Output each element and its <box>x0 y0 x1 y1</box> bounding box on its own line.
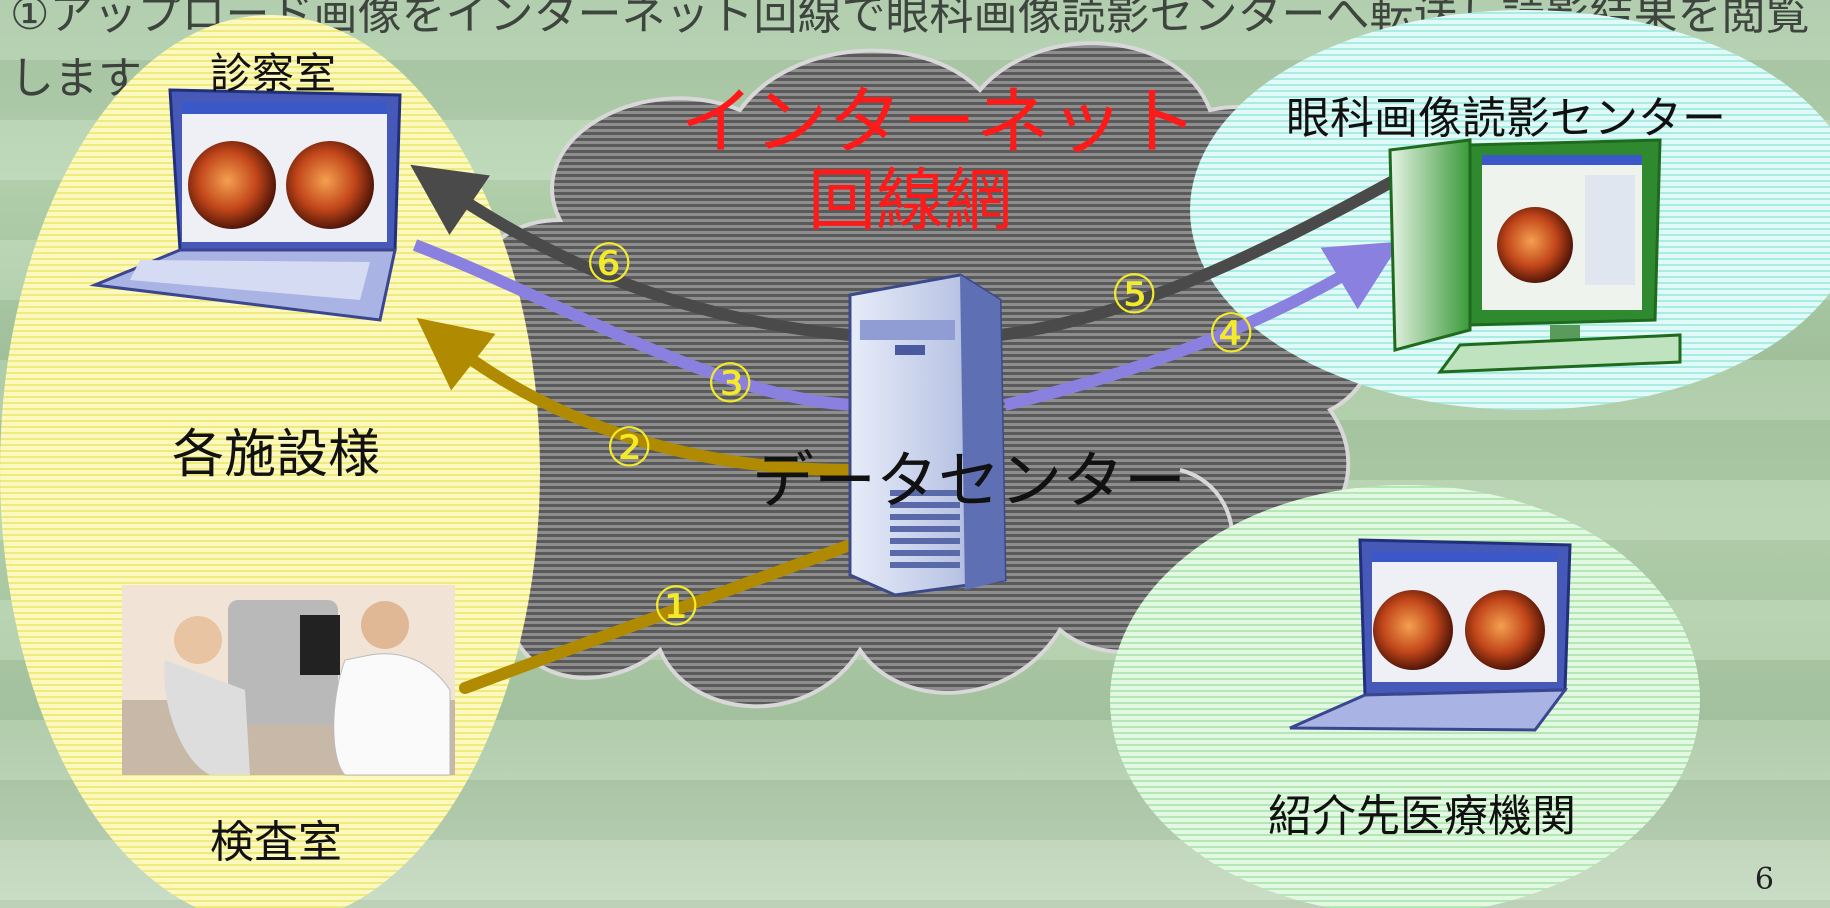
step-marker-6: ⑥ <box>585 232 634 295</box>
arrow-step-6 <box>410 164 851 341</box>
arrow-step-4 <box>1003 241 1401 411</box>
exam-room-photo <box>122 585 455 776</box>
step-marker-1: ① <box>652 575 701 638</box>
reading-center-label: 眼科画像読影センター <box>1286 93 1726 144</box>
cloud-title-line2: 回線網 <box>808 162 1013 241</box>
arrow-step-1 <box>459 539 856 694</box>
consult-room-laptop-icon <box>89 88 402 322</box>
referral-laptop-icon <box>1289 538 1572 732</box>
server-icon <box>848 273 1007 597</box>
arrow-step-3 <box>412 239 856 411</box>
consult-room-label: 診察室 <box>210 49 337 98</box>
arrow-step-5 <box>999 174 1398 341</box>
step-marker-2: ② <box>605 416 654 479</box>
reading-center-pc-icon <box>1388 138 1682 374</box>
cloud-title-line1: インターネット <box>680 79 1198 165</box>
exam-room-label: 検査室 <box>210 817 342 868</box>
step-marker-5: ⑤ <box>1110 263 1159 326</box>
step-marker-4: ④ <box>1207 302 1256 365</box>
referral-label: 紹介先医療機関 <box>1268 791 1576 842</box>
page-number: 6 <box>1754 862 1774 897</box>
step-marker-3: ③ <box>706 352 755 415</box>
arrow-step-2 <box>416 317 851 476</box>
data-center-label: データセンター <box>752 444 1187 517</box>
facility-label: 各施設様 <box>172 425 381 485</box>
